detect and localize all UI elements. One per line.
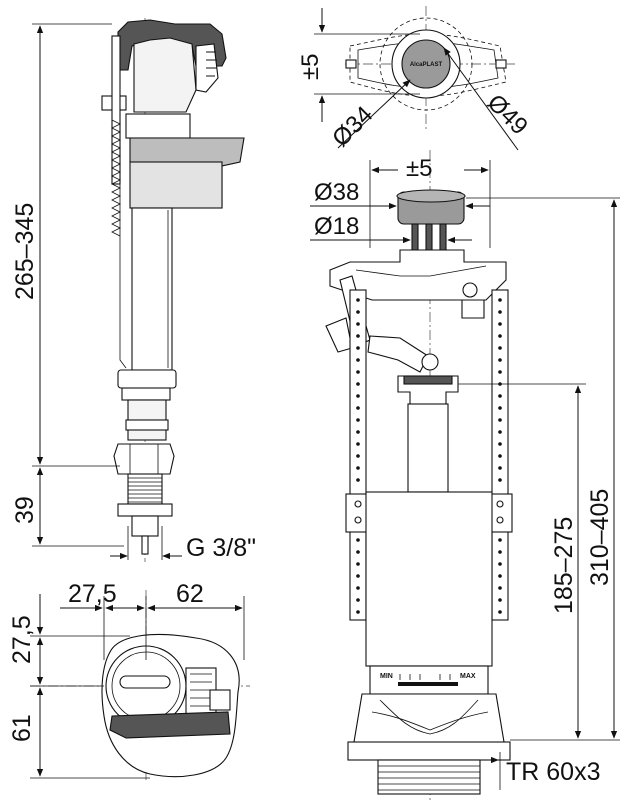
inlet-tip	[141, 535, 149, 555]
inlet-main-tube	[131, 207, 173, 371]
inlet-collar	[125, 113, 191, 139]
button-d38-label: Ø38	[314, 179, 359, 206]
inlet-adjust-rod	[111, 35, 121, 185]
button-d18-label: Ø18	[314, 213, 359, 240]
valve-scale-band	[369, 665, 489, 695]
button-stem-left	[411, 223, 419, 251]
inlet-float-lower	[129, 161, 223, 209]
plan-view-drawing	[30, 590, 250, 780]
inlet-ring-upper	[117, 369, 177, 389]
inlet-valve-drawing	[101, 18, 245, 562]
valve-thread-label: TR 60x3	[506, 758, 600, 786]
plan-depth-label: 61	[8, 714, 36, 742]
plan-slot	[119, 675, 171, 689]
inlet-nut	[113, 443, 175, 475]
button-offset-top-label: ±5	[297, 53, 324, 80]
inlet-head-body	[133, 37, 197, 113]
button-stem-right	[439, 223, 447, 251]
inlet-ring-lower	[121, 387, 171, 401]
scale-min-label: MIN	[380, 673, 393, 680]
valve-base-flange	[347, 741, 511, 761]
button-bracket-left	[345, 59, 357, 69]
inlet-rod-thread	[111, 119, 121, 237]
inlet-height-label: 265–345	[11, 203, 39, 300]
plan-clip	[209, 689, 231, 711]
inlet-valve-band	[125, 419, 169, 431]
valve-height-inner-label: 185–275	[550, 517, 578, 614]
inlet-nipple	[131, 515, 159, 537]
inlet-rod-lower	[119, 180, 127, 369]
inlet-thread-label: G 3/8"	[186, 534, 256, 562]
button-bracket-right	[495, 59, 507, 69]
valve-main-body	[365, 491, 493, 667]
button-stem-center	[425, 223, 433, 251]
button-d49-label: Ø49	[482, 89, 533, 140]
button-offset-side-label: ±5	[406, 155, 433, 182]
button-cap	[401, 39, 451, 89]
valve-lower-cage	[353, 693, 505, 743]
flush-valve-drawing: MIN MAX	[325, 150, 513, 800]
plan-arm	[109, 711, 231, 739]
plan-offset-x-label: 27,5	[68, 580, 117, 608]
flush-valve-dimensions: ±5 Ø38 Ø18 185–275 310–405 TR 60x3	[310, 155, 620, 790]
plan-dimensions: 27,5 62 27,5 61	[8, 580, 245, 779]
scale-max-label: MAX	[460, 673, 476, 680]
valve-inner-tube	[407, 403, 449, 493]
valve-thread-base	[377, 759, 481, 795]
inlet-dimensions: 265–345 39 G 3/8"	[11, 23, 256, 562]
plan-width-label: 62	[176, 580, 204, 608]
button-d34-label: Ø34	[327, 101, 378, 152]
valve-height-total-label: 310–405	[586, 489, 614, 586]
inlet-washer	[117, 503, 173, 517]
inlet-thread-shank	[127, 473, 163, 505]
brand-mark: AlcaPLAST	[410, 62, 443, 68]
valve-lever-link	[367, 335, 429, 373]
inlet-thread-length-label: 39	[11, 496, 39, 524]
plan-offset-y-label: 27,5	[8, 615, 36, 664]
